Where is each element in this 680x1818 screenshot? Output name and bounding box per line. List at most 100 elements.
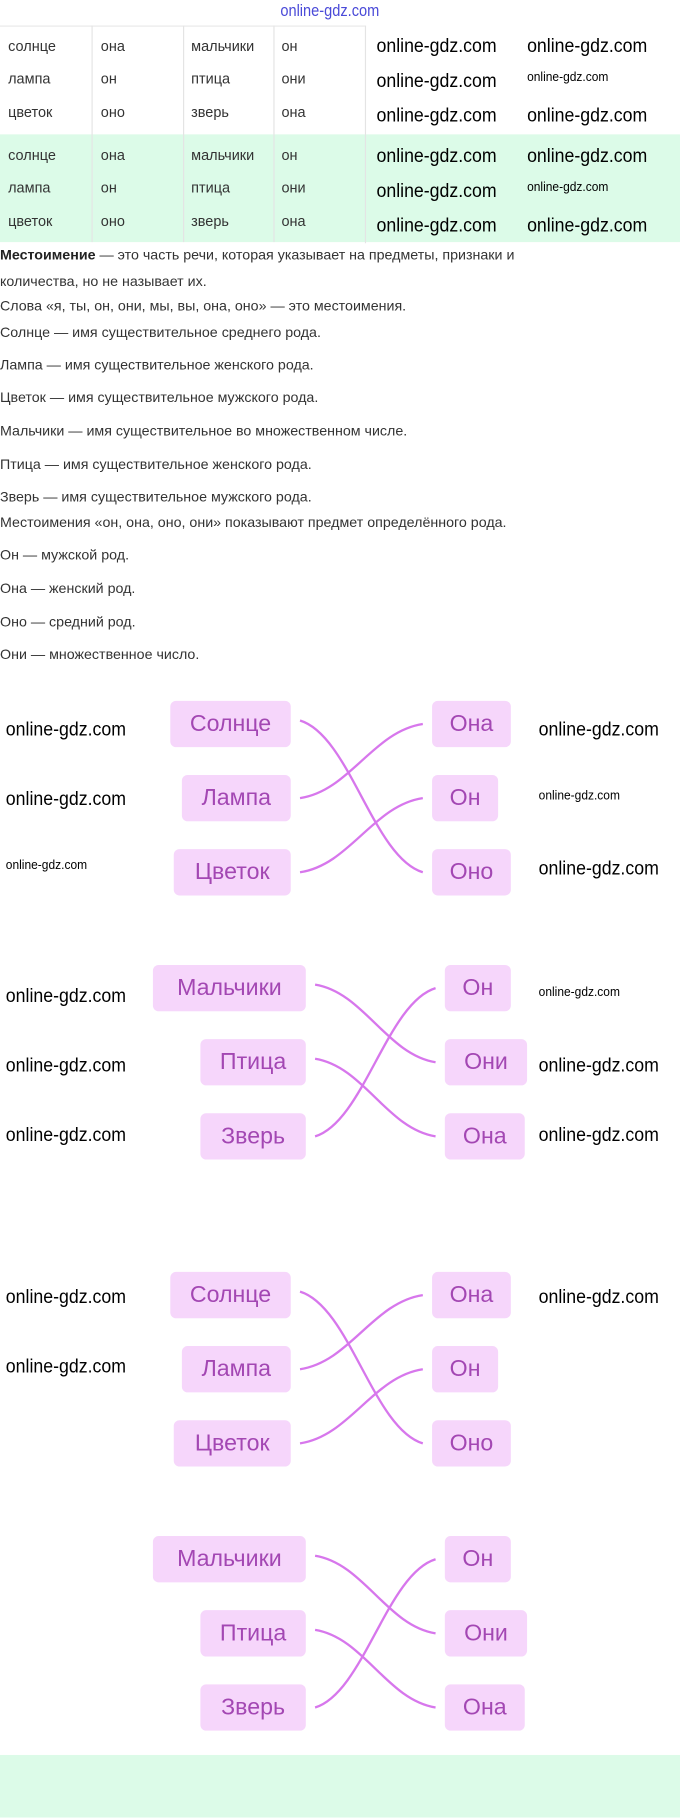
text-line: Она — женский род. (0, 580, 136, 597)
watermark: online-gdz.com (5, 1285, 126, 1308)
watermark: online-gdz.com (376, 34, 497, 57)
text-line: Солнце — имя существительное среднего ро… (0, 324, 321, 341)
table-cell: он (281, 38, 298, 55)
definition: Местоимение — это часть речи, которая ук… (0, 247, 514, 263)
definition-term: Местоимение (0, 246, 96, 263)
connector-line (299, 1290, 424, 1445)
watermark: online-gdz.com (5, 984, 126, 1007)
watermark: online-gdz.com (527, 70, 609, 85)
definition-cont: количества, но не называет их. (0, 273, 207, 290)
text-line: Птица — имя существительное женского род… (0, 456, 312, 473)
watermark: online-gdz.com (5, 1054, 126, 1077)
connector-line (299, 722, 423, 800)
text-line: Оно — средний род. (0, 613, 136, 631)
watermark: online-gdz.com (5, 858, 88, 873)
text-line: Лампа — имя существительное женского род… (0, 356, 314, 374)
text-line: Зверь — имя существительное мужского род… (0, 488, 312, 506)
watermark: online-gdz.com (5, 1123, 126, 1146)
watermark: online-gdz.com (527, 34, 648, 57)
noun-card: Птица (200, 1039, 306, 1086)
table-cell: оно (100, 104, 125, 121)
watermark: online-gdz.com (527, 180, 609, 195)
pronoun-card: Она (432, 700, 511, 748)
pronoun-card: Они (444, 1039, 528, 1086)
table-cell: мальчики (191, 38, 255, 55)
pronoun-card: Он (444, 1536, 511, 1583)
connector-line (314, 1057, 436, 1138)
noun-card: Мальчики (152, 1536, 306, 1583)
table-cell: она (281, 213, 306, 230)
noun-card: Цветок (173, 849, 291, 896)
text-line: Местоимения «он, она, оно, они» показыва… (0, 514, 507, 531)
watermark: online-gdz.com (527, 144, 648, 167)
definition-text: — это часть речи, которая указывает на п… (95, 246, 515, 263)
watermark: online-gdz.com (376, 69, 497, 92)
table-cell: зверь (191, 104, 229, 121)
connector-line (314, 1558, 436, 1709)
watermark: online-gdz.com (527, 214, 648, 237)
connector-line (299, 1293, 423, 1371)
text-line: Мальчики — имя существительное во множес… (0, 422, 408, 440)
watermark: online-gdz.com (538, 1054, 659, 1077)
noun-card: Солнце (170, 700, 291, 748)
pronoun-card: Она (444, 1113, 525, 1160)
table-cell: она (100, 38, 125, 55)
watermark: online-gdz.com (376, 214, 497, 237)
pronoun-card: Они (444, 1610, 528, 1657)
pronoun-card: Он (432, 1346, 499, 1393)
connector-line (314, 1554, 436, 1635)
table-cell: она (100, 147, 125, 164)
table-cell: солнце (8, 147, 56, 164)
table-highlight-band (0, 134, 680, 243)
table-cell: он (100, 179, 117, 196)
noun-card: Мальчики (152, 964, 306, 1012)
connector-line (314, 1628, 436, 1709)
table-cell: солнце (8, 38, 56, 55)
connector-line (299, 1368, 423, 1445)
watermark: online-gdz.com (527, 104, 648, 127)
pronoun-card: Она (432, 1271, 511, 1319)
table-cell: они (281, 70, 306, 87)
table-cell: он (100, 70, 117, 87)
watermark: online-gdz.com (538, 1285, 659, 1308)
noun-card: Зверь (200, 1113, 306, 1160)
watermark: online-gdz.com (376, 144, 497, 167)
noun-card: Солнце (170, 1271, 291, 1319)
text-line: Слова «я, ты, он, они, мы, вы, она, оно»… (0, 297, 407, 314)
bottom-band (0, 1754, 680, 1818)
text-line: Они — множественное число. (0, 646, 200, 663)
divider (183, 25, 185, 243)
pronoun-card: Он (432, 774, 499, 822)
table-cell: птица (191, 179, 231, 196)
pronoun-card: Она (444, 1684, 525, 1731)
watermark: online-gdz.com (538, 1123, 659, 1146)
connector-line (299, 796, 423, 874)
watermark: online-gdz.com (538, 985, 620, 1000)
table-cell: она (281, 104, 306, 121)
watermark: online-gdz.com (376, 179, 497, 202)
divider (91, 25, 93, 243)
watermark: online-gdz.com (376, 104, 497, 127)
noun-card: Лампа (181, 1346, 291, 1393)
watermark: online-gdz.com (5, 1355, 126, 1378)
text-line: Цветок — имя существительное мужского ро… (0, 389, 319, 406)
connector-line (314, 983, 436, 1064)
table-cell: оно (100, 213, 125, 230)
table-cell: они (281, 179, 306, 196)
watermark: online-gdz.com (538, 718, 659, 741)
table-cell: лампа (8, 70, 51, 87)
watermark: online-gdz.com (538, 788, 620, 803)
connector-line (314, 987, 436, 1138)
watermark: online-gdz.com (280, 1, 380, 20)
table-cell: цветок (8, 104, 53, 121)
pronoun-card: Оно (432, 1420, 511, 1467)
table-cell: лампа (8, 179, 51, 196)
watermark: online-gdz.com (5, 787, 126, 810)
divider (273, 25, 275, 243)
table-cell: он (281, 147, 298, 164)
table-cell: цветок (8, 213, 53, 230)
noun-card: Лампа (181, 774, 291, 822)
noun-card: Цветок (173, 1420, 291, 1467)
